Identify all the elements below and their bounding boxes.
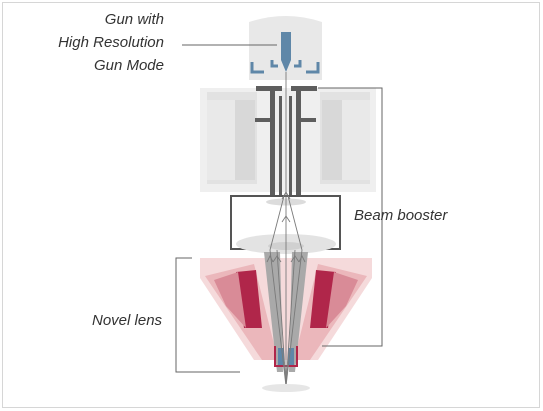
gun-label-line3: Gun Mode [93, 57, 164, 74]
gun-label-line2: High Resolution [58, 34, 164, 51]
lens-tip-right [288, 348, 294, 366]
lens-mid-left [214, 272, 246, 328]
specimen [262, 384, 310, 392]
beam-booster-label: Beam booster [354, 207, 448, 224]
gun-electrode-right [306, 62, 320, 74]
lens-cone-left [264, 252, 283, 372]
liner-crossbar-right [300, 118, 316, 122]
condenser-block-right-face [342, 100, 370, 180]
electron-beam [266, 72, 306, 387]
liner-inner-right [289, 96, 292, 196]
lens-cone-right [289, 252, 308, 372]
novel-lens-bracket [175, 257, 240, 373]
lens-mid-right [326, 272, 358, 328]
gun-extractor-left [270, 60, 278, 68]
liner-inner-left [279, 96, 282, 196]
condenser-block-left-face [207, 100, 235, 180]
gun-electrode-left [250, 62, 264, 74]
liner-left [270, 88, 275, 196]
liner-right [296, 88, 301, 196]
gun-label-line1: Gun with [104, 11, 164, 28]
gun-label: Gun with High Resolution Gun Mode [30, 10, 164, 76]
gun-tip [281, 32, 291, 72]
gun-extractor-right [294, 60, 302, 68]
liner-crossbar-left [255, 118, 271, 122]
lens-tip-left [278, 348, 284, 366]
liner-top-right [291, 86, 317, 91]
novel-lens-label: Novel lens [92, 312, 163, 329]
beam-booster-bracket [318, 87, 383, 347]
liner-top-left [256, 86, 282, 91]
